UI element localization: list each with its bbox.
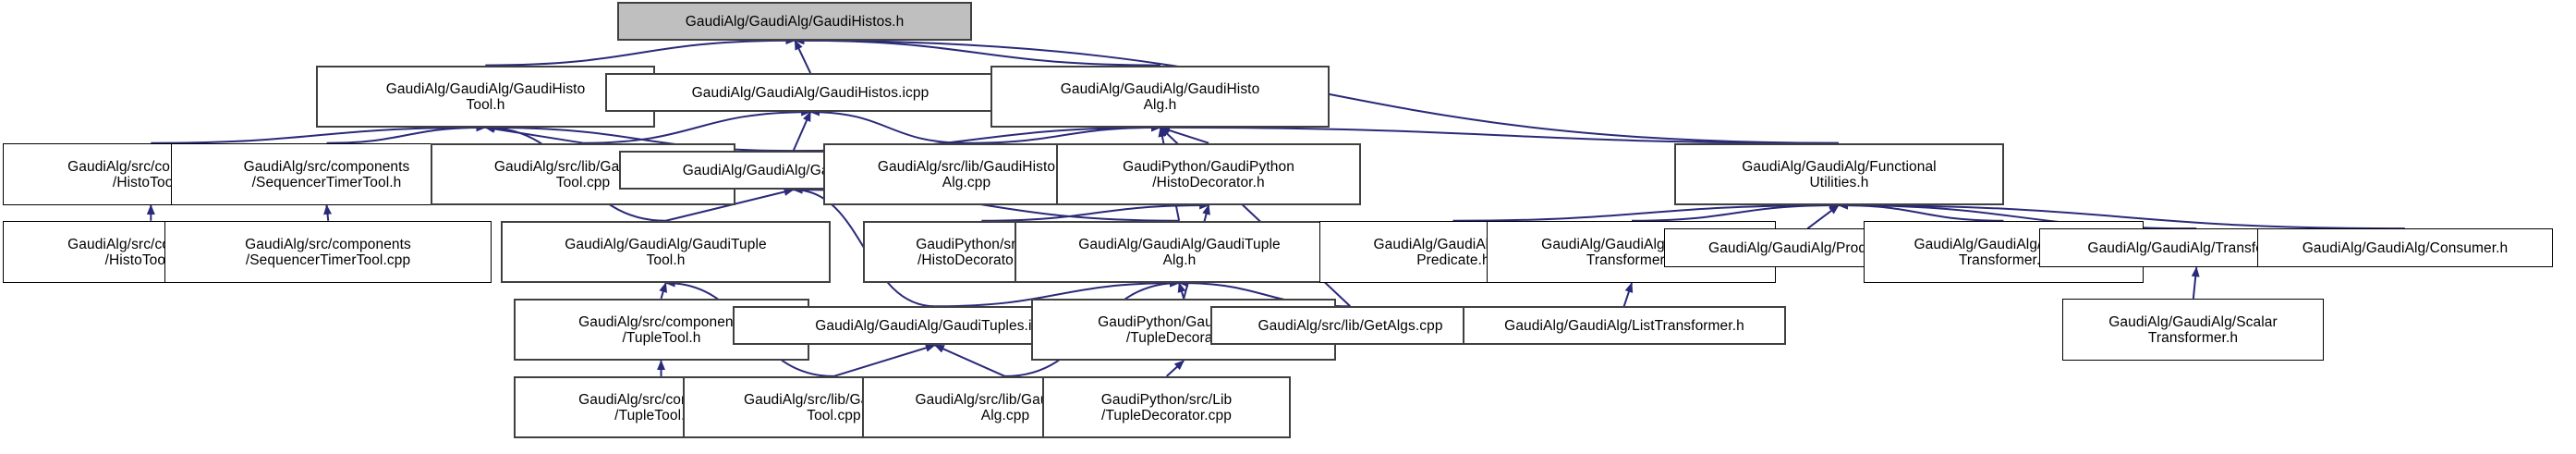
edge-gaudihistoalg_cpp-to-gaudihistos_icpp [809, 107, 966, 144]
edge-scalartransformer_h-to-transformer_h [2191, 266, 2200, 299]
edge-tupledecorator_cpp-to-tupledecorator_h [1166, 360, 1185, 377]
edge-gaudihistos_icpp-to-gaudihistos_h [794, 39, 812, 74]
edge-gaudihistoalg_cpp-to-gaudihistoalg_h [966, 123, 1161, 144]
edge-producer_h-to-functionalutilities_h [1806, 204, 1840, 229]
graph-node-functionalutilities_h[interactable]: GaudiAlg/GaudiAlg/Functional Utilities.h [1674, 143, 2004, 205]
graph-node-sequencertimertool_h[interactable]: GaudiAlg/src/components /SequencerTimerT… [171, 143, 482, 205]
edge-gaudihistotool_cpp-to-gaudihistotool_h [484, 125, 584, 144]
graph-node-histodecorator_h[interactable]: GaudiPython/GaudiPython /HistoDecorator.… [1056, 143, 1361, 205]
graph-node-tupledecorator_cpp[interactable]: GaudiPython/src/Lib /TupleDecorator.cpp [1042, 376, 1291, 438]
edge-histotool_h-to-gaudihistotool_h [151, 123, 487, 144]
edge-gaudihistoalg_h-to-gaudihistos_h [794, 36, 1160, 67]
edge-histodecorator_cpp-to-histodecorator_h [981, 201, 1210, 222]
graph-node-gaudituplealg_h[interactable]: GaudiAlg/GaudiAlg/GaudiTuple Alg.h [1015, 221, 1344, 283]
edge-gaudituplealg_cpp-to-gauditupl_icpp [933, 344, 1005, 377]
edge-functionalutilities_h-to-gaudihistoalg_h [1159, 123, 1839, 144]
edge-filterpredicate_h-to-functionalutilities_h [1452, 201, 1840, 222]
graph-node-gaudihistoalg_h[interactable]: GaudiAlg/GaudiAlg/GaudiHisto Alg.h [990, 66, 1330, 128]
graph-node-sequencertimertool_cpp[interactable]: GaudiAlg/src/components /SequencerTimerT… [164, 221, 492, 283]
edge-listtransformer_h-to-mergingtransformer_h [1622, 282, 1634, 307]
edge-gauditupleshdr-to-gaudihistos_icpp [792, 111, 812, 152]
edge-gaudihistotool_h-to-gaudihistos_h [485, 36, 796, 67]
edge-histodecorator_h-to-gaudihistoalg_h [1159, 126, 1209, 144]
graph-node-scalartransformer_h[interactable]: GaudiAlg/GaudiAlg/Scalar Transformer.h [2062, 299, 2324, 361]
edge-sequencertimertool_h-to-gaudihistotool_h [326, 123, 487, 144]
graph-node-gaudihistos_h[interactable]: GaudiAlg/GaudiAlg/GaudiHistos.h [617, 2, 972, 41]
edge-splittingtransformer_h-to-functionalutilities_h [1837, 201, 2004, 222]
edge-sequencertimertool_cpp-to-sequencertimertool_h [323, 203, 333, 221]
graph-node-listtransformer_h[interactable]: GaudiAlg/GaudiAlg/ListTransformer.h [1463, 306, 1786, 345]
edge-tupledecorator_h-to-gaudituplealg_h [1177, 282, 1186, 300]
graph-node-gaudituptool_h[interactable]: GaudiAlg/GaudiAlg/GaudiTuple Tool.h [501, 221, 831, 283]
graph-node-consumer_h[interactable]: GaudiAlg/GaudiAlg/Consumer.h [2257, 228, 2553, 267]
edge-gaudituptool_cpp-to-gauditupl_icpp [833, 343, 936, 377]
graph-node-gaudihistotool_h[interactable]: GaudiAlg/GaudiAlg/GaudiHisto Tool.h [316, 66, 655, 128]
graph-node-gaudihistos_icpp[interactable]: GaudiAlg/GaudiAlg/GaudiHistos.icpp [605, 73, 1015, 112]
edge-mergingtransformer_h-to-functionalutilities_h [1632, 201, 1840, 222]
graph-node-getalgs_cpp[interactable]: GaudiAlg/src/lib/GetAlgs.cpp [1210, 306, 1490, 345]
edge-tupletool_h-to-gaudituptool_h [659, 282, 668, 300]
